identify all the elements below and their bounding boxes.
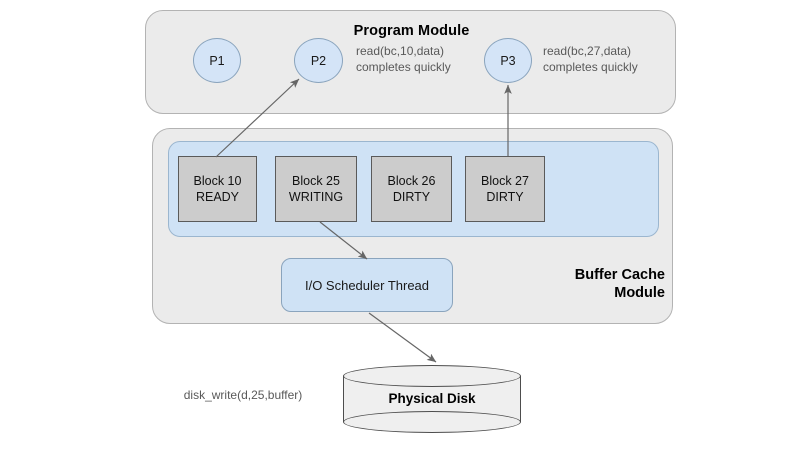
cache-block-10-state: READY xyxy=(195,190,240,204)
buffer-cache-module-label: Buffer Cache Module xyxy=(574,267,665,301)
io-scheduler-thread-label: I/O Scheduler Thread xyxy=(304,277,430,293)
process-label-p2: P2 xyxy=(310,53,327,68)
process-node-p2[interactable]: P2 xyxy=(294,38,343,83)
cylinder-bottom-ellipse xyxy=(343,411,521,433)
cache-block-25-name: Block 25 xyxy=(292,174,340,188)
process-node-p3[interactable]: P3 xyxy=(484,38,532,83)
cache-block-25-state: WRITING xyxy=(288,190,344,204)
program-module-title: Program Module xyxy=(353,23,470,39)
annotation-p3-read: read(bc,27,data) completes quickly xyxy=(543,44,638,74)
cache-block-25[interactable]: Block 25 WRITING xyxy=(275,156,357,222)
io-scheduler-thread-node[interactable]: I/O Scheduler Thread xyxy=(281,258,453,312)
cache-block-27[interactable]: Block 27 DIRTY xyxy=(465,156,545,222)
process-label-p1: P1 xyxy=(209,53,225,68)
process-node-p1[interactable]: P1 xyxy=(193,38,241,83)
cache-block-26[interactable]: Block 26 DIRTY xyxy=(371,156,452,222)
cache-block-10[interactable]: Block 10 READY xyxy=(178,156,257,222)
cache-block-26-state: DIRTY xyxy=(392,190,431,204)
cache-block-10-name: Block 10 xyxy=(193,174,242,188)
cache-block-26-name: Block 26 xyxy=(387,174,436,188)
physical-disk-node[interactable]: Physical Disk xyxy=(343,365,521,433)
annotation-p2-read: read(bc,10,data) completes quickly xyxy=(356,44,451,74)
process-label-p3: P3 xyxy=(500,53,516,68)
cylinder-top-ellipse xyxy=(343,365,521,387)
cache-block-27-name: Block 27 xyxy=(481,174,529,188)
disk-write-call-label: disk_write(d,25,buffer) xyxy=(183,388,303,402)
physical-disk-label: Physical Disk xyxy=(388,391,476,406)
cache-block-27-state: DIRTY xyxy=(486,190,524,204)
